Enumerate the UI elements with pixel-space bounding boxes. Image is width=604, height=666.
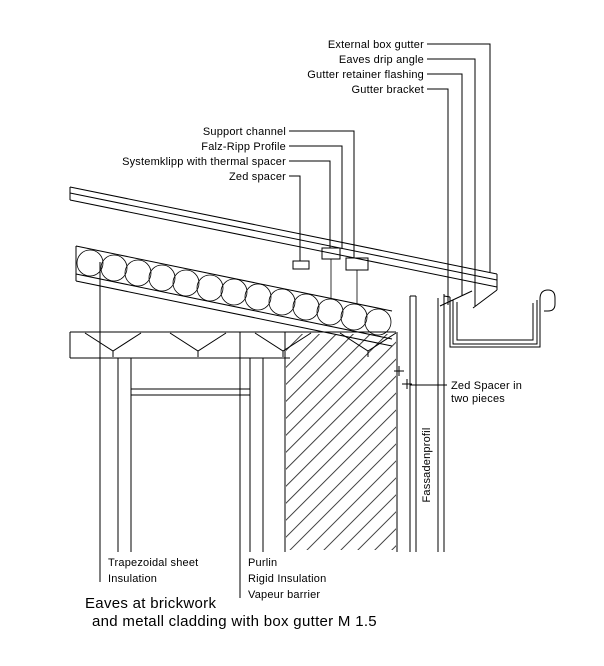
label-support-channel: Support channel (203, 126, 286, 138)
roof-fixing-components (292, 247, 369, 304)
label-eaves-drip-angle: Eaves drip angle (339, 54, 424, 66)
label-zed-spacer-two-pieces-line1: Zed Spacer in (451, 380, 522, 392)
gutter-retainer-flashing-line (439, 290, 473, 307)
box-gutter-inner (452, 300, 538, 345)
label-rigid-insulation: Rigid Insulation (248, 573, 326, 585)
label-external-box-gutter: External box gutter (328, 39, 424, 51)
box-gutter-profile (449, 289, 556, 348)
label-fassadenprofil: Fassadenprofil (421, 428, 433, 503)
label-gutter-bracket: Gutter bracket (352, 84, 425, 96)
brick-wall (284, 332, 398, 552)
label-trapezoidal-sheet: Trapezoidal sheet (108, 557, 198, 569)
trapezoidal-rib (84, 332, 142, 357)
leader-lines (99, 43, 491, 598)
label-purlin: Purlin (248, 557, 277, 569)
label-zed-spacer-two-pieces-line2: two pieces (451, 393, 505, 405)
zed-spacer-part (292, 260, 310, 270)
brick-hatch (286, 334, 396, 550)
zed-spacer-marks (394, 366, 412, 389)
label-zed-spacer: Zed spacer (229, 171, 286, 183)
label-insulation: Insulation (108, 573, 157, 585)
callout-labels: External box gutter Eaves drip angle Gut… (108, 39, 522, 601)
facade-profile: Fassadenprofil (409, 294, 445, 552)
roof-assembly (69, 186, 498, 347)
label-systemklipp: Systemklipp with thermal spacer (122, 156, 286, 168)
trapezoidal-rib (169, 332, 227, 357)
title-line2: and metall cladding with box gutter M 1.… (92, 613, 377, 630)
label-gutter-retainer-flashing: Gutter retainer flashing (307, 69, 424, 81)
label-falz-ripp-profile: Falz-Ripp Profile (201, 141, 286, 153)
deck-and-framing (69, 331, 397, 552)
eaves-drip-angle-line (472, 289, 498, 309)
gutter-bracket-profile (456, 302, 534, 341)
label-vapeur-barrier: Vapeur barrier (248, 589, 320, 601)
gutter-assembly (439, 289, 556, 348)
title-line1: Eaves at brickwork (85, 595, 216, 612)
insulation-scallops (76, 249, 392, 336)
drawing-title: Eaves at brickwork and metall cladding w… (85, 595, 377, 630)
